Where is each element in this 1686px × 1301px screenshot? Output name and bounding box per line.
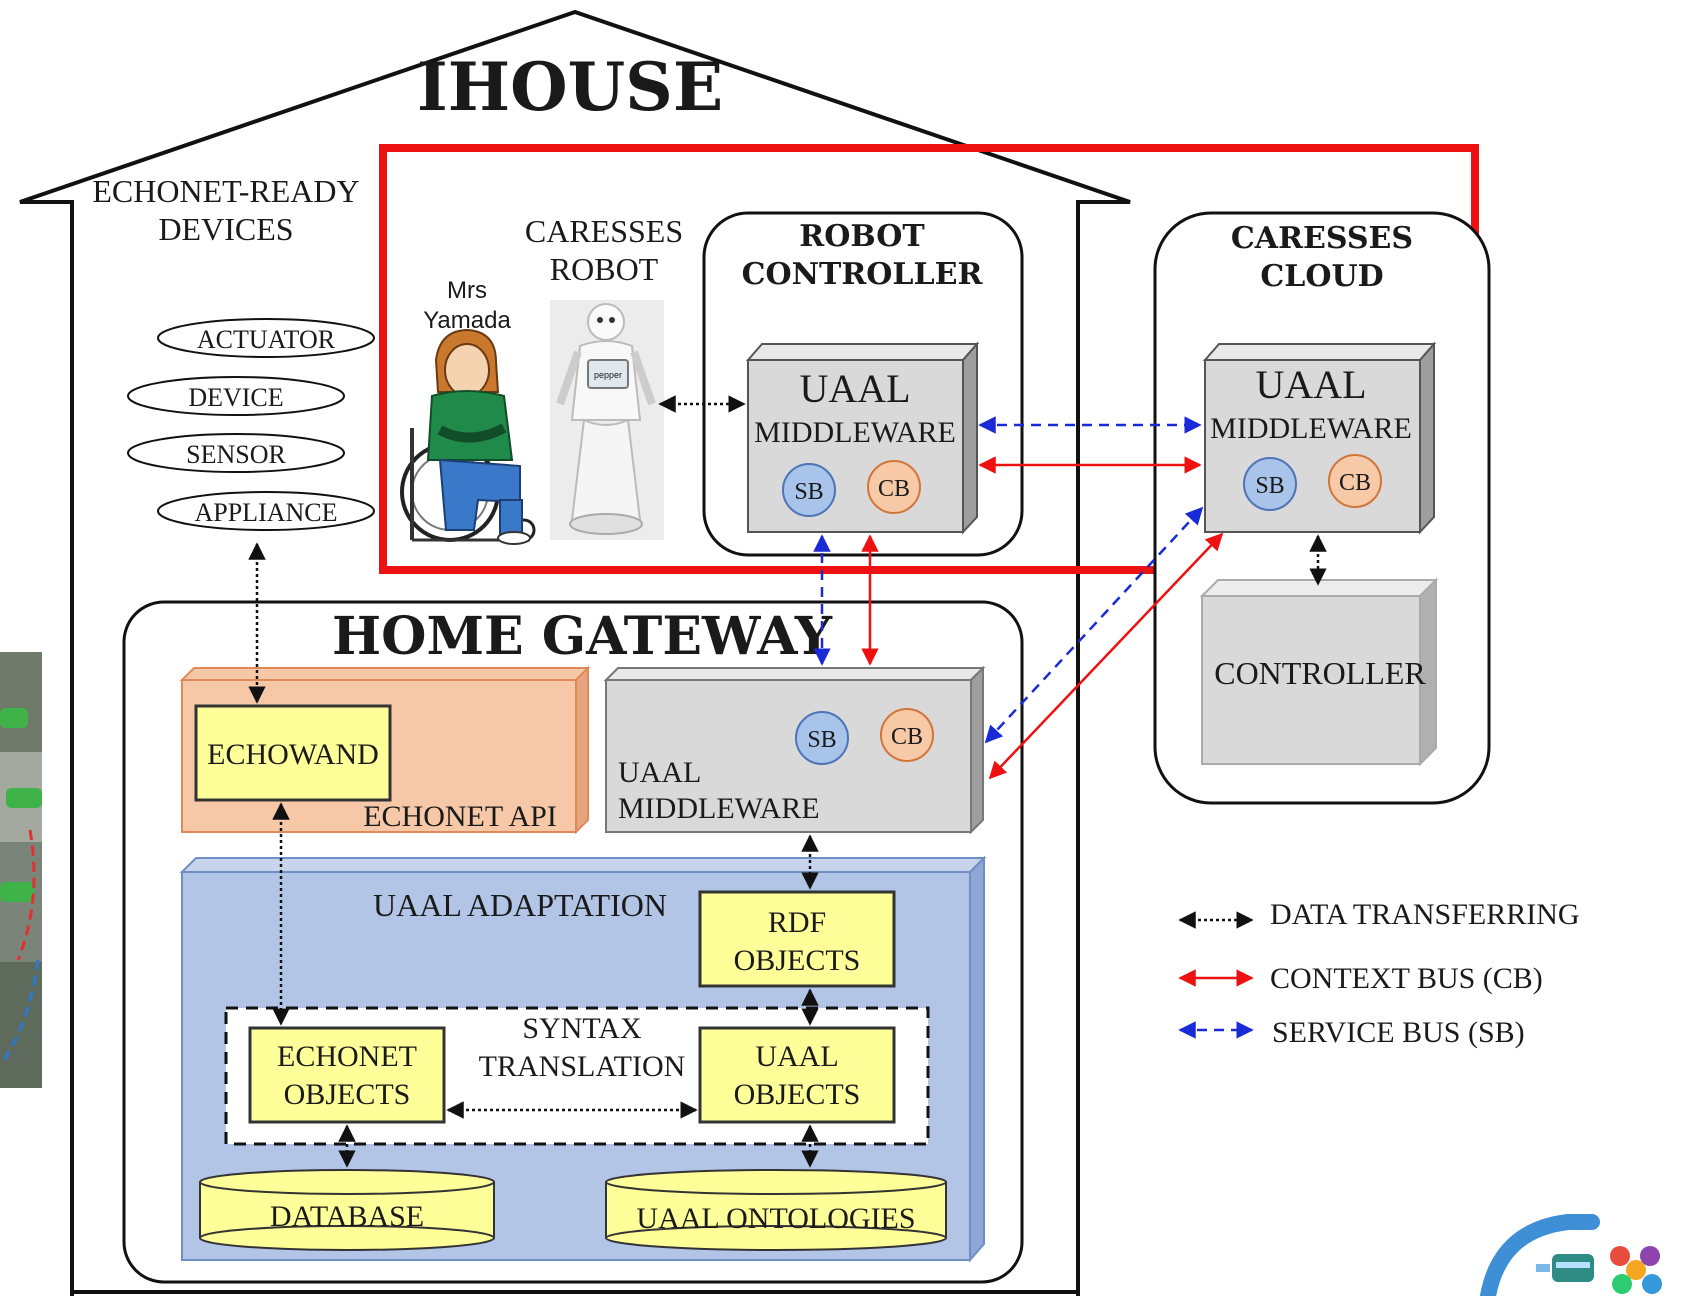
robot-controller-title-1: ROBOT: [799, 219, 925, 254]
rdf-objects-line2: OBJECTS: [734, 944, 861, 977]
caresses-cloud-sb: SB: [1255, 473, 1284, 499]
robot-controller-middleware-label: MIDDLEWARE: [754, 416, 956, 449]
gateway-cloud-context-bus: [988, 532, 1224, 780]
legend: DATA TRANSFERRING CONTEXT BUS (CB) SERVI…: [1178, 898, 1580, 1049]
uaal-objects-line1: UAAL: [755, 1040, 838, 1073]
side-photo-strip: [0, 652, 42, 1088]
ontologies-cylinder: [605, 1169, 947, 1251]
database-label: DATABASE: [270, 1200, 424, 1233]
syntax-translation-line2: TRANSLATION: [479, 1050, 686, 1083]
legend-context-label: CONTEXT BUS (CB): [1270, 962, 1543, 995]
echonet-objects-line1: ECHONET: [277, 1040, 417, 1073]
caresses-cloud-sb-circle: [1243, 457, 1297, 511]
robot-controller-cb-circle: [867, 460, 921, 514]
pepper-robot-image: pepper: [550, 300, 664, 540]
echonet-api-label: ECHONET API: [363, 800, 557, 833]
connectors: [248, 395, 1327, 1168]
appliance-oval: [157, 491, 375, 531]
echowand-box: [194, 704, 392, 802]
actuator-label: ACTUATOR: [197, 325, 336, 354]
caresses-logo: [1480, 1214, 1662, 1301]
robot-controller-cb: CB: [878, 476, 910, 502]
legend-data-label: DATA TRANSFERRING: [1270, 898, 1580, 931]
caresses-cloud-uaal: UAAL: [1255, 362, 1366, 407]
robot-controller-sb-circle: [782, 463, 836, 517]
pepper-badge: pepper: [594, 370, 622, 380]
ihouse-outline: [19, 9, 1131, 1296]
home-gateway-title: HOME GATEWAY: [332, 606, 833, 667]
robot-controller-sb: SB: [794, 479, 823, 505]
gateway-sb-circle: [795, 711, 849, 765]
database-cylinder: [199, 1169, 495, 1251]
sensor-oval: [127, 433, 345, 473]
mrs-yamada-line1: Mrs: [447, 277, 487, 304]
caresses-robot-line1: CARESSES: [525, 213, 683, 249]
gateway-cb-circle: [880, 708, 934, 762]
cloud-controller-box: [1199, 577, 1439, 767]
uaal-objects-line2: OBJECTS: [734, 1078, 861, 1111]
robot-controller-uaal: UAAL: [799, 366, 910, 411]
cloud-controller-label: CONTROLLER: [1214, 655, 1426, 691]
uaal-adaptation-label: UAAL ADAPTATION: [373, 887, 667, 923]
syntax-translation-line1: SYNTAX: [522, 1012, 642, 1045]
echonet-objects-box: [248, 1026, 446, 1124]
gateway-sb: SB: [807, 727, 836, 753]
caresses-cloud-middleware-label: MIDDLEWARE: [1210, 412, 1412, 445]
caresses-cloud-cb-circle: [1328, 454, 1382, 508]
mrs-yamada-figure: [400, 328, 536, 545]
echonet-objects-line2: OBJECTS: [284, 1078, 411, 1111]
caresses-robot-line2: ROBOT: [550, 251, 659, 287]
rdf-objects-box: [698, 890, 896, 988]
echonet-devices-title-1: ECHONET-READY: [92, 173, 359, 209]
caresses-cloud-title-1: CARESSES: [1231, 221, 1413, 256]
robot-controller-middleware: [745, 341, 980, 535]
actuator-oval: [157, 318, 375, 358]
gateway-cb: CB: [891, 724, 923, 750]
appliance-label: APPLIANCE: [194, 498, 337, 527]
rdf-objects-line1: RDF: [768, 906, 826, 939]
gateway-middleware-label: MIDDLEWARE: [618, 792, 820, 825]
sensor-label: SENSOR: [186, 440, 286, 469]
robot-controller-title-2: CONTROLLER: [742, 257, 984, 292]
echonet-devices-title-2: DEVICES: [158, 211, 293, 247]
caresses-cloud-cb: CB: [1339, 470, 1371, 496]
device-ellipses: [127, 318, 375, 531]
legend-service-label: SERVICE BUS (SB): [1272, 1016, 1525, 1049]
gateway-uaal-label: UAAL: [618, 756, 701, 789]
uaal-objects-box: [698, 1026, 896, 1124]
echowand-label: ECHOWAND: [207, 738, 379, 771]
caresses-cloud-title-2: CLOUD: [1260, 259, 1383, 294]
ontologies-label: UAAL ONTOLOGIES: [636, 1202, 915, 1235]
ihouse-title: IHOUSE: [417, 48, 723, 126]
device-oval: [127, 376, 345, 416]
caresses-cloud-middleware: [1202, 341, 1437, 535]
device-label: DEVICE: [188, 383, 283, 412]
